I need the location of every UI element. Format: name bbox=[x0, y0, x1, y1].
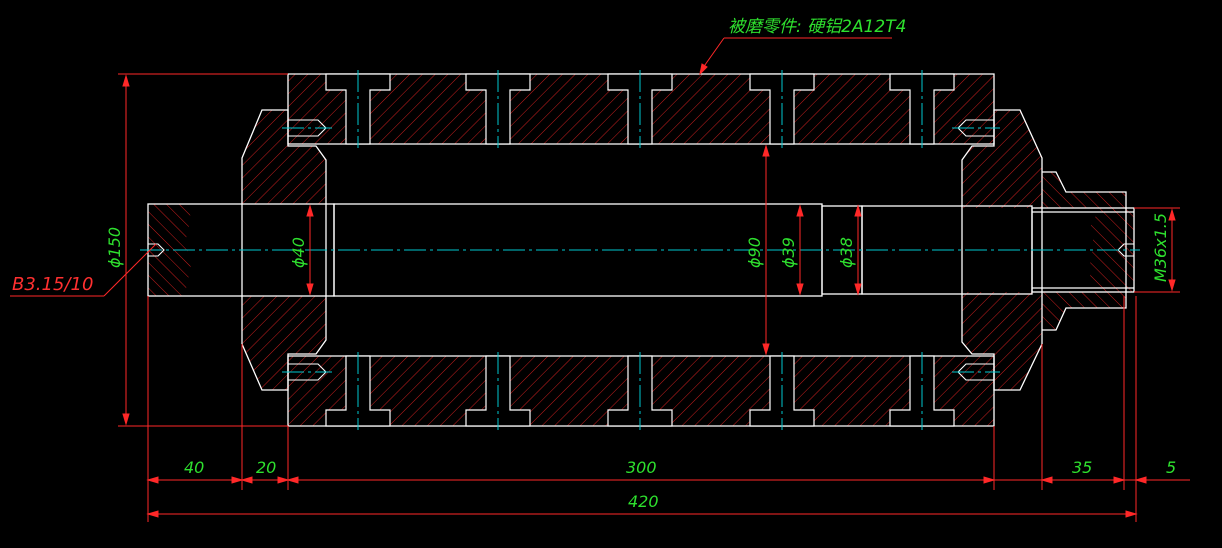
dim-left-flange: 20 bbox=[256, 458, 276, 477]
screw-bottom-left bbox=[287, 363, 327, 381]
screw-bottom-right bbox=[957, 363, 995, 381]
right-flange-lower bbox=[962, 292, 1042, 390]
dim-outer-sleeve: ϕ150 bbox=[105, 227, 124, 268]
dim-sleeve: 300 bbox=[626, 458, 657, 477]
annotations: 被磨零件: 硬铝2A12T4 B3.15/10 ϕ150 ϕ40 ϕ90 ϕ39… bbox=[12, 17, 1176, 511]
dim-overall: 420 bbox=[628, 492, 659, 511]
dim-bore-inner: ϕ90 bbox=[745, 237, 764, 268]
material-note: 被磨零件: 硬铝2A12T4 bbox=[728, 17, 906, 37]
set-screws bbox=[148, 119, 1134, 381]
right-nut-lower bbox=[1042, 292, 1126, 330]
right-flange-outline bbox=[961, 109, 1043, 391]
screw-top-right bbox=[957, 119, 995, 137]
screw-top-left bbox=[287, 119, 327, 137]
dim-right-boss: 35 bbox=[1072, 458, 1092, 477]
dim-thread-tip: 5 bbox=[1166, 458, 1176, 477]
centerlines bbox=[140, 70, 1140, 430]
left-end-breakout bbox=[148, 204, 191, 296]
center-hole-left bbox=[148, 243, 165, 257]
right-nut bbox=[1042, 172, 1126, 208]
left-flange bbox=[242, 110, 326, 204]
dim-shaft-right: ϕ38 bbox=[837, 237, 856, 268]
left-flange-lower bbox=[242, 296, 326, 390]
dim-shaft-mid: ϕ39 bbox=[779, 237, 798, 268]
center-hole-note: B3.15/10 bbox=[12, 274, 93, 295]
dim-thread: M36x1.5 bbox=[1151, 213, 1170, 282]
dimensions bbox=[10, 37, 1190, 522]
dim-left-end: 40 bbox=[184, 458, 204, 477]
right-flange bbox=[962, 110, 1042, 208]
dim-shaft-left: ϕ40 bbox=[289, 237, 308, 268]
